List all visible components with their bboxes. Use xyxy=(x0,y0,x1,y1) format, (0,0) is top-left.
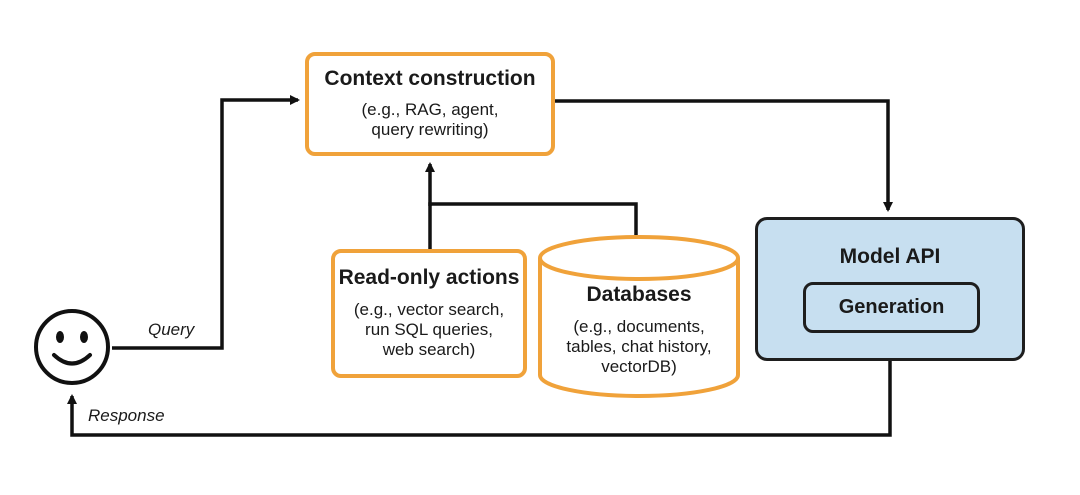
databases-subtitle: (e.g., documents, tables, chat history, … xyxy=(566,317,712,376)
read-only-actions-title: Read-only actions xyxy=(338,266,520,289)
databases-title: Databases xyxy=(586,283,692,306)
databases-box: Databases (e.g., documents, tables, chat… xyxy=(540,283,738,383)
response-label: Response xyxy=(88,406,165,425)
read-only-actions-box: Read-only actions (e.g., vector search, … xyxy=(331,249,527,378)
generation-box: Generation xyxy=(803,282,980,333)
context-construction-subtitle: (e.g., RAG, agent, query rewriting) xyxy=(361,100,499,139)
smiley-face-icon xyxy=(34,309,110,385)
context-to-model-arrow xyxy=(555,99,893,212)
actions-connector xyxy=(428,202,638,249)
read-only-actions-subtitle: (e.g., vector search, run SQL queries, w… xyxy=(353,300,505,359)
context-construction-title: Context construction xyxy=(324,67,536,90)
context-construction-box: Context construction (e.g., RAG, agent, … xyxy=(305,52,555,156)
query-label: Query xyxy=(148,320,195,339)
response-arrow xyxy=(67,361,892,437)
model-api-box: Model API Generation xyxy=(755,217,1025,361)
model-api-title: Model API xyxy=(839,245,941,268)
database-cylinder-icon xyxy=(538,235,740,398)
query-arrow xyxy=(112,95,300,350)
